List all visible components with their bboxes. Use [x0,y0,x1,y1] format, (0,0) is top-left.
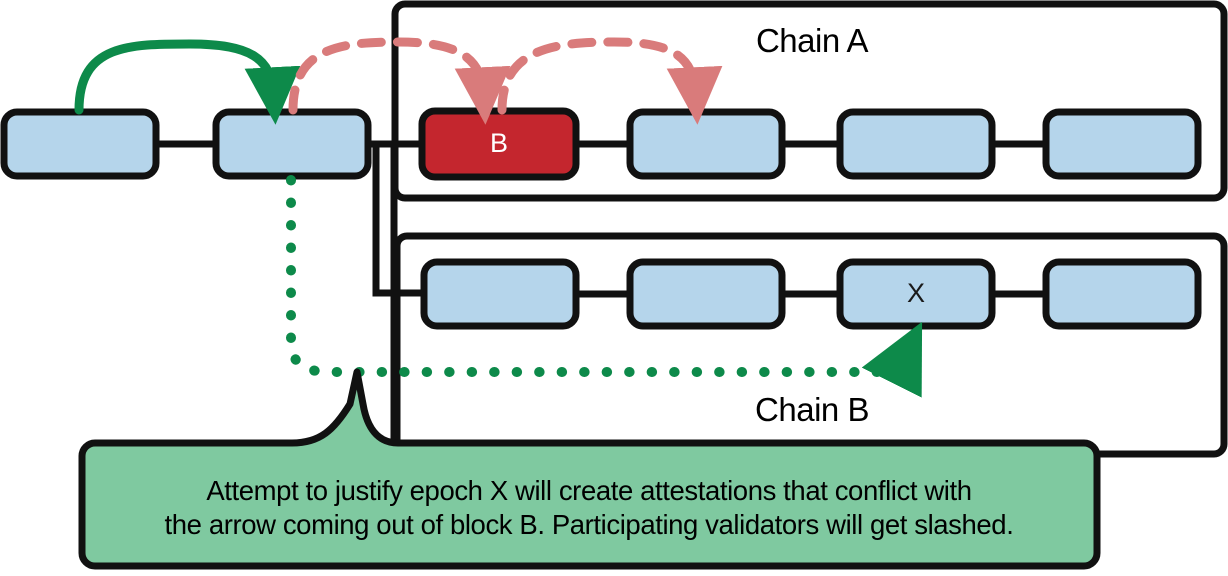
red-dashed-attestation-arrow-1 [288,37,511,125]
block-rect [836,108,996,180]
green-solid-justification-arrow [74,39,301,125]
chain-b-title: Chain B [755,391,869,428]
block-rect [0,108,160,180]
slashing-warning-callout: Attempt to justify epoch X will create a… [78,368,1101,570]
chain-b-block-1[interactable] [420,258,580,330]
block-rect [1042,258,1202,330]
chain-b-block-x[interactable]: X [836,258,996,330]
block-rect [420,258,580,330]
block-label: B [490,128,508,158]
block-label: X [907,278,925,308]
chain-a-block-4[interactable] [1042,108,1202,180]
chain-b-block-2[interactable] [626,258,786,330]
green-dotted-conflicting-arrow [286,175,923,398]
red-dashed-attestation-arrow-2 [497,37,723,125]
chain-a-title: Chain A [756,22,869,59]
block-rect [212,108,372,180]
block-rect [626,258,786,330]
chain-a-border [391,0,1228,202]
prefix-block-2[interactable] [212,108,372,180]
callout-line-2: the arrow coming out of block B. Partici… [165,509,1014,540]
chain-a-block-2[interactable] [626,108,786,180]
chain-a-block-3[interactable] [836,108,996,180]
block-rect [1042,108,1202,180]
callout-bubble [78,368,1101,570]
block-rect [626,108,786,180]
chain-a-container [391,0,1228,202]
prefix-block-1[interactable] [0,108,160,180]
chain-b-block-4[interactable] [1042,258,1202,330]
chain-a-block-b[interactable]: B [418,107,580,181]
callout-line-1: Attempt to justify epoch X will create a… [206,475,971,506]
